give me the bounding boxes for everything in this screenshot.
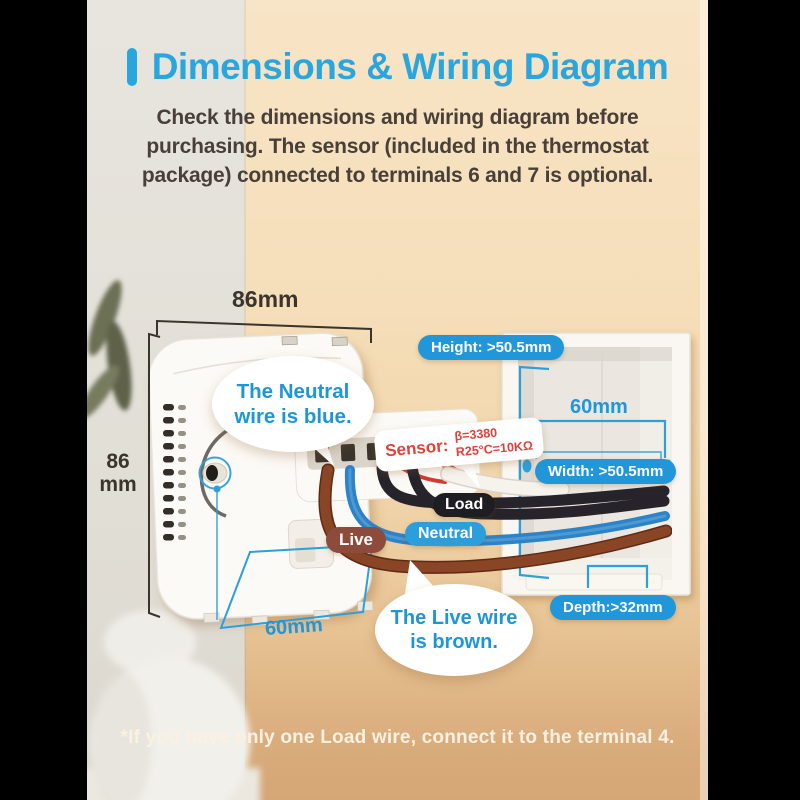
- load-wire-label: Load: [433, 493, 496, 517]
- neutral-wire-label: Neutral: [405, 522, 487, 546]
- intro-line: purchasing. The sensor (included in the …: [146, 135, 649, 158]
- scene: Dimensions & Wiring Diagram Check the di…: [87, 0, 708, 800]
- live-wire-label: Live: [326, 527, 387, 553]
- device-width-dimension-label: 86mm: [232, 286, 299, 312]
- intro-line: Check the dimensions and wiring diagram …: [156, 106, 639, 129]
- sensor-label-title: Sensor:: [384, 435, 450, 461]
- box-height-pill: Height: >50.5mm: [418, 335, 565, 360]
- device-dimension-brackets: [148, 319, 372, 618]
- box-opening-width-label: 60mm: [570, 396, 628, 418]
- box-depth-pill: Depth:>32mm: [550, 595, 676, 620]
- header: Dimensions & Wiring Diagram: [87, 40, 708, 94]
- vase: [87, 610, 260, 800]
- screw-hole: [198, 428, 232, 620]
- wall-box-right-frame: [672, 334, 691, 594]
- device-height-dimension-label: 86 mm: [99, 450, 137, 497]
- wall-edge-highlight: [700, 0, 708, 800]
- page-title: Dimensions & Wiring Diagram: [151, 46, 669, 87]
- device-depth-dimension-label: 60mm: [264, 614, 324, 640]
- plant-leaves: [87, 280, 132, 419]
- right-letterbox: [708, 0, 800, 800]
- box-screw-hole-left: [522, 459, 532, 473]
- intro-paragraph: Check the dimensions and wiring diagram …: [87, 103, 708, 190]
- load-wire-black: [406, 460, 670, 520]
- title-accent-bar: [126, 48, 137, 86]
- box-width-pill: Width: >50.5mm: [535, 459, 677, 484]
- bubble-line: The Neutral: [236, 380, 350, 403]
- box-height-dimension-line: [518, 365, 550, 580]
- bubble-line: The Live wire: [390, 606, 518, 629]
- neutral-wire-bubble: The Neutral wire is blue.: [212, 356, 374, 452]
- intro-line: package) connected to terminals 6 and 7 …: [141, 164, 654, 187]
- live-wire-bubble: The Live wire is brown.: [375, 584, 533, 676]
- bubble-line: is brown.: [410, 631, 498, 653]
- vent-slots: [163, 404, 186, 541]
- footer-note: *If you have only one Load wire, connect…: [120, 727, 675, 748]
- bubble-line: wire is blue.: [234, 405, 352, 428]
- sensor-red-wire: [400, 466, 447, 484]
- sensor-label-tail: [455, 458, 480, 489]
- sensor-cable: [441, 467, 569, 496]
- left-letterbox: [0, 0, 87, 800]
